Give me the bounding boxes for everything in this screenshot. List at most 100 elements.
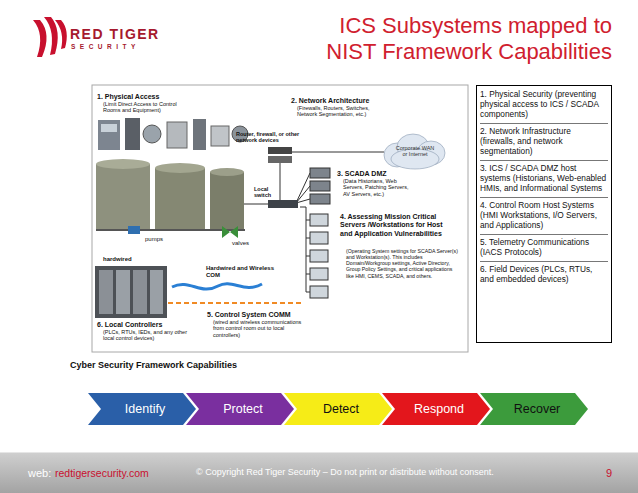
- network-devices: [310, 250, 328, 262]
- capability-item: 4. Control Room Host Systems (HMI Workst…: [480, 197, 608, 234]
- network-devices: [306, 238, 310, 239]
- network-devices: [306, 256, 310, 257]
- storage-tanks: [155, 168, 205, 230]
- callout-heading: 6. Local Controllers: [97, 321, 162, 329]
- capability-item: 5. Telemetry Communications (IACS Protoc…: [480, 234, 608, 261]
- callout-note: (Data Historians, Web Servers, Patching …: [343, 178, 411, 197]
- network-devices: [310, 168, 330, 178]
- callout-note: (PLCs, RTUs, IEDs, and any other local c…: [103, 329, 195, 342]
- section-heading: Cyber Security Framework Capabilities: [70, 360, 237, 371]
- framework-chevron: Respond: [382, 393, 490, 425]
- capability-step: Detect: [317, 402, 359, 416]
- field-equipment: [98, 118, 248, 150]
- storage-tanks: [128, 226, 140, 234]
- claw-stripe: [33, 20, 47, 57]
- storage-tanks: [96, 159, 150, 169]
- field-equipment: [211, 126, 229, 146]
- network-devices: [280, 163, 281, 200]
- chevron-fill: [88, 393, 196, 425]
- capability-step: Respond: [408, 402, 464, 416]
- chevron-fill: [382, 393, 490, 425]
- control-cabinets: [150, 270, 163, 314]
- device-label: hardwired: [103, 256, 132, 263]
- field-equipment: [143, 125, 161, 143]
- network-devices: [292, 152, 384, 153]
- callout-note: (Firewalls, Routers, Switches, Network S…: [297, 105, 383, 118]
- claw-stripe: [44, 17, 58, 55]
- framework-chevron: Detect: [284, 393, 392, 425]
- callout-heading: 1. Physical Access: [97, 93, 159, 101]
- communication-links: [168, 302, 304, 304]
- footer-copyright: © Copyright Red Tiger Security – Do not …: [196, 467, 494, 477]
- communication-links: [168, 204, 304, 303]
- footer-band: web: redtigersecurity.com © Copyright Red …: [0, 452, 638, 493]
- device-label: Hardwired and Wireless COM: [206, 265, 278, 279]
- brand-name: RED TIGER: [70, 26, 160, 43]
- capability-item: 3. ICS / SCADA DMZ host systems (Histori…: [480, 160, 608, 197]
- callout-note: (Limit Direct Access to Control Rooms an…: [103, 101, 191, 114]
- chevron-fill: [480, 393, 588, 425]
- storage-tanks: [210, 168, 244, 176]
- callout-heading: 4. Assessing Mission Critical Servers /W…: [340, 213, 452, 238]
- capability-item: 1. Physical Security (preventing physica…: [480, 87, 608, 123]
- storage-tanks: [222, 226, 238, 238]
- storage-tanks: [96, 159, 245, 238]
- network-devices: [296, 186, 310, 203]
- network-devices: [296, 173, 310, 203]
- chevron-fill: [284, 393, 392, 425]
- network-devices: [310, 232, 328, 244]
- control-cabinets: [133, 270, 147, 314]
- network-devices: [310, 286, 328, 298]
- capability-item: 6. Field Devices (PLCs, RTUs, and embedd…: [480, 261, 608, 288]
- capability-item: 2. Network Infrastructure (firewalls, an…: [480, 123, 608, 160]
- network-devices: [310, 181, 330, 191]
- framework-chevron: Recover: [480, 393, 588, 425]
- network-devices: [268, 147, 292, 154]
- slide-title: ICS Subsystems mapped to NIST Framework …: [312, 13, 612, 65]
- control-cabinets: [95, 266, 167, 318]
- capability-list-box: 1. Physical Security (preventing physica…: [476, 85, 612, 343]
- control-cabinets: [99, 270, 113, 314]
- field-equipment: [193, 119, 206, 150]
- illustration-frame: [92, 85, 468, 352]
- network-devices: [310, 268, 328, 280]
- callout-heading: 2. Network Architecture: [291, 97, 369, 105]
- device-label: Local switch: [254, 186, 284, 199]
- storage-tanks: [96, 164, 150, 230]
- device-label: valves: [232, 240, 249, 247]
- footer-prefix: web:: [28, 467, 51, 479]
- field-equipment: [125, 118, 140, 150]
- footer-url: redtigersecurity.com: [55, 467, 149, 479]
- framework-chevron: Identify: [88, 393, 196, 425]
- callout-heading: 5. Control System COMM: [207, 311, 291, 319]
- capability-step: Identify: [119, 402, 165, 416]
- capability-step: Protect: [217, 402, 263, 416]
- chevron-fill: [186, 393, 294, 425]
- communication-links: [244, 204, 268, 205]
- storage-tanks: [210, 172, 244, 230]
- capability-step: Recover: [508, 402, 561, 416]
- logo-claw: [33, 17, 67, 57]
- network-cloud: Corporate WAN or Internet: [383, 131, 447, 171]
- callout-heading: 3. SCADA DMZ: [337, 170, 387, 178]
- field-equipment: [101, 124, 117, 132]
- callout-note: (wired and wireless communications from …: [213, 319, 311, 338]
- network-devices: [296, 199, 310, 203]
- field-equipment: [167, 122, 187, 148]
- device-label: Router, firewall, or other network devic…: [236, 131, 308, 144]
- control-cabinets: [95, 266, 167, 318]
- network-devices: [306, 220, 310, 221]
- device-label: pumps: [145, 236, 163, 243]
- network-devices: [310, 194, 330, 204]
- cloud-label: Corporate WAN or Internet: [393, 145, 437, 158]
- page-number: 9: [606, 467, 612, 479]
- network-devices: [310, 214, 328, 226]
- claw-stripe: [55, 20, 67, 49]
- field-equipment: [98, 120, 120, 150]
- framework-chevron: Protect: [186, 393, 294, 425]
- network-devices: [268, 156, 292, 163]
- storage-tanks: [155, 163, 205, 173]
- network-devices: [300, 207, 306, 208]
- callout-note: (Operating System settings for SCADA Ser…: [346, 248, 458, 279]
